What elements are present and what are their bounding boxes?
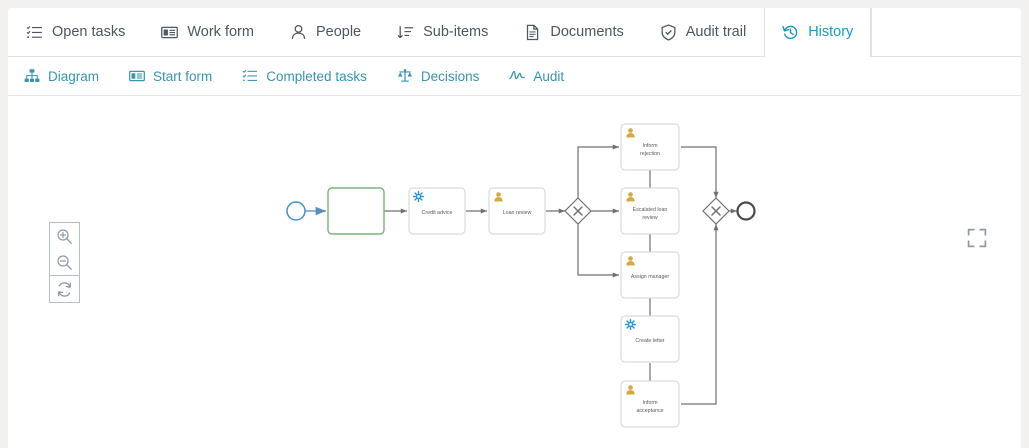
secondary-nav-bar: Diagram Start form [8,57,1021,96]
flow-split-to-assign [577,224,620,278]
app-window: Open tasks Work form Peop [8,8,1021,448]
primary-tab-bar: Open tasks Work form Peop [8,8,1021,57]
tab-label: People [315,24,362,40]
tab-people[interactable]: People [272,8,379,56]
tab-label: Sub-items [423,24,489,40]
flow-acceptance-to-join [681,223,719,405]
refresh-icon [57,281,72,297]
subnav-label: Audit [533,68,565,84]
sitemap-icon [24,68,40,84]
subnav-label: Start form [153,68,213,84]
subnav-item-decisions[interactable]: Decisions [397,68,480,84]
history-icon [782,24,799,41]
flow-rejection-to-join [681,146,719,199]
node-inform-acceptance[interactable]: Inform acceptance [620,380,680,428]
node-assign-manager[interactable]: Assign manager [620,251,680,299]
fullscreen-icon [967,228,987,248]
subnav-item-audit[interactable]: Audit [509,68,564,84]
node-label-line2: acceptance [636,408,663,414]
node-label: Credit advice [422,210,453,216]
gear-icon [412,190,425,203]
node-label-line1: Inform [642,400,658,406]
gear-icon [624,318,637,331]
node-task-empty[interactable] [327,187,385,235]
node-inform-rejection[interactable]: Inform rejection [620,123,680,171]
tab-label: Open tasks [52,24,126,40]
scales-icon [397,68,413,84]
user-icon [494,192,503,202]
subnav-label: Decisions [420,68,480,84]
node-label-line2: rejection [640,151,660,157]
form-icon [129,68,145,84]
flow-split-to-rejection [577,144,620,198]
signature-icon [509,68,526,84]
node-label-line2: review [642,215,657,221]
node-exclusive-gateway-split[interactable] [564,197,592,225]
node-escalated-loan-review[interactable]: Escalated loan review [620,187,680,235]
tab-documents[interactable]: Documents [506,8,641,56]
zoom-in-button[interactable] [50,223,79,249]
tab-label: Audit trail [685,24,747,40]
document-icon [524,24,541,41]
node-label-line1: Escalated loan [633,207,668,213]
shield-check-icon [660,23,677,41]
user-icon [626,256,635,266]
tab-work-form[interactable]: Work form [143,8,272,56]
reset-zoom-button[interactable] [50,275,79,302]
subnav-label: Diagram [48,68,100,84]
task-list-icon [242,68,258,84]
fullscreen-button[interactable] [967,228,987,248]
form-icon [161,24,179,41]
user-icon [626,192,635,202]
node-end-event[interactable] [736,201,756,221]
user-icon [626,385,635,395]
subnav-item-completed-tasks[interactable]: Completed tasks [242,68,367,84]
node-label: Loan review [503,210,532,216]
subnav-item-diagram[interactable]: Diagram [24,68,99,84]
tab-label: Documents [550,24,624,40]
node-loan-review[interactable]: Loan review [488,187,546,235]
subnav-item-start-form[interactable]: Start form [129,68,212,84]
magnifier-plus-icon [57,228,72,244]
diagram-canvas[interactable]: Credit advice Loan review [8,96,1021,448]
tab-bar-filler [871,8,1021,56]
task-list-icon [26,24,43,41]
node-label: Create letter [635,338,664,344]
magnifier-minus-icon [57,254,72,270]
zoom-controls [49,222,80,303]
tab-history[interactable]: History [764,8,872,57]
bpmn-diagram[interactable]: Credit advice Loan review [8,96,1021,448]
node-credit-advice[interactable]: Credit advice [408,187,466,235]
tab-audit-trail[interactable]: Audit trail [642,8,764,56]
tab-label: History [808,24,854,40]
tab-open-tasks[interactable]: Open tasks [8,8,143,56]
subnav-label: Completed tasks [266,68,367,84]
user-icon [290,24,307,41]
node-label-line1: Inform [642,143,658,149]
tab-label: Work form [187,24,254,40]
user-icon [626,128,635,138]
sort-icon [397,24,414,41]
zoom-out-button[interactable] [50,249,79,275]
node-start-event[interactable] [286,201,306,221]
node-label: Assign manager [631,274,670,280]
tab-sub-items[interactable]: Sub-items [379,8,506,56]
node-exclusive-gateway-join[interactable] [702,197,730,225]
node-create-letter[interactable]: Create letter [620,315,680,363]
